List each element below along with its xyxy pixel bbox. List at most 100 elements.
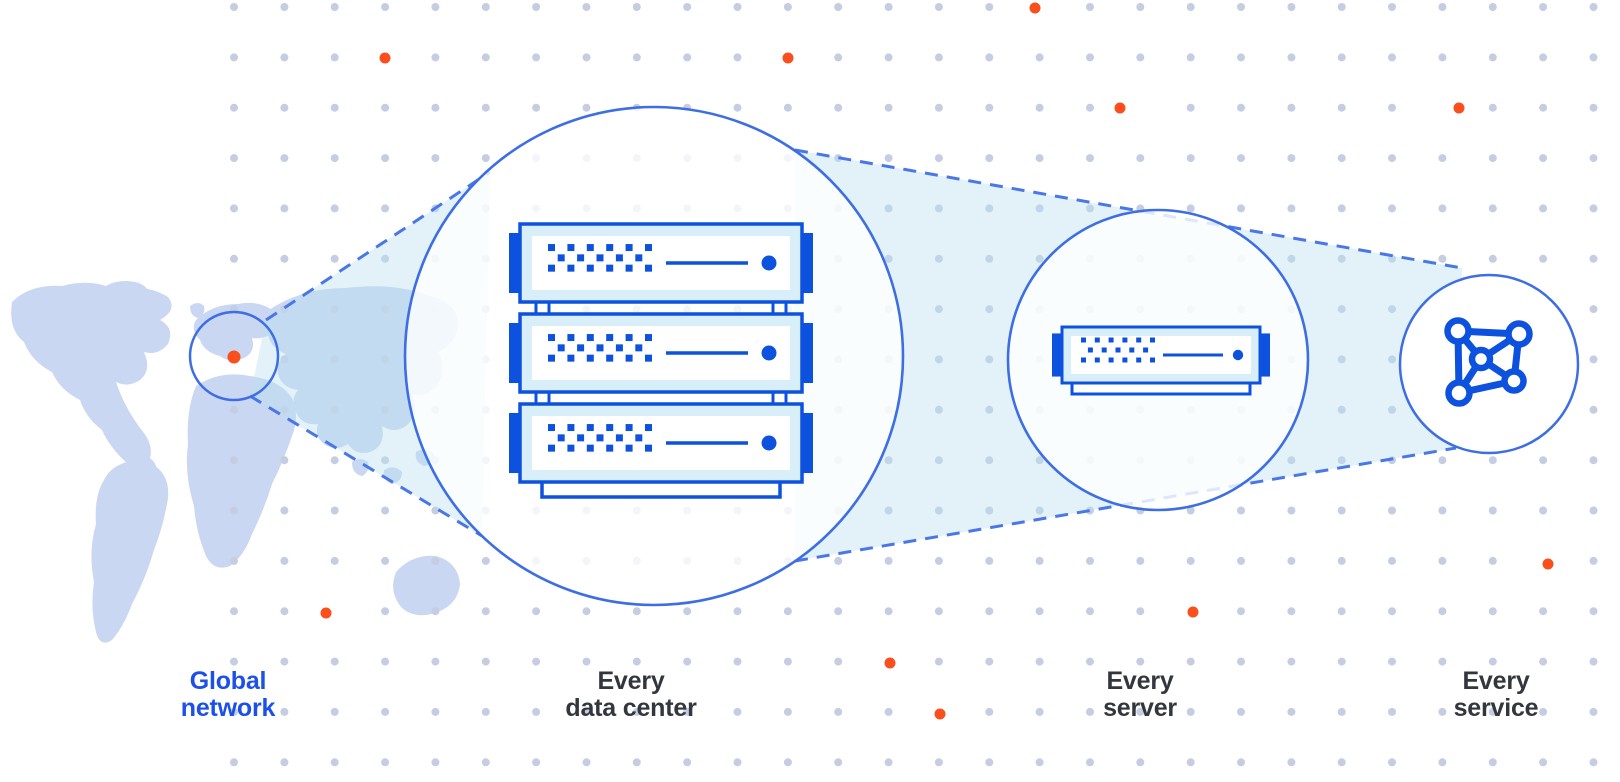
grid-dot (1136, 154, 1145, 163)
grid-dot (1237, 53, 1245, 62)
grid-dot (1287, 53, 1296, 62)
grid-dot (1035, 154, 1044, 163)
grid-dot (1237, 3, 1245, 11)
orange-grid-dot (1187, 606, 1199, 618)
grid-dot (733, 657, 742, 666)
grid-dot (683, 3, 692, 11)
grid-dot (1035, 556, 1044, 565)
grid-dot (1287, 758, 1296, 767)
grid-dot (985, 204, 994, 213)
beam-edge-dashed-line (265, 170, 491, 322)
grid-dot (280, 506, 289, 515)
grid-dot (1086, 657, 1094, 666)
grid-dot (1488, 53, 1497, 62)
grid-dot (985, 355, 994, 364)
grid-dot (381, 154, 390, 163)
grid-dot (1237, 707, 1245, 716)
grid-dot (1539, 103, 1548, 112)
grid-dot (230, 254, 238, 263)
grid-dot (1136, 53, 1145, 62)
grid-dot (280, 556, 289, 565)
grid-dot (230, 154, 238, 163)
grid-dot (1388, 758, 1396, 767)
grid-dot (381, 657, 390, 666)
rack-server-icon (509, 222, 813, 304)
grid-dot (1388, 3, 1396, 11)
grid-dot (431, 53, 440, 62)
grid-dot (381, 506, 390, 515)
grid-dot (1589, 405, 1598, 414)
grid-dot (481, 53, 490, 62)
grid-dot (1438, 254, 1447, 263)
grid-dot (1539, 254, 1548, 263)
grid-dot (431, 3, 440, 11)
grid-dot (280, 607, 289, 616)
grid-dot (1035, 607, 1044, 616)
grid-dot (1337, 53, 1346, 62)
grid-dot (632, 707, 641, 716)
grid-dot (330, 456, 339, 465)
grid-dot (934, 758, 943, 767)
grid-dot (1337, 204, 1346, 213)
grid-dot (934, 556, 943, 565)
grid-dot (1237, 204, 1245, 213)
grid-dot (532, 103, 541, 112)
grid-dot (1337, 405, 1346, 414)
grid-dot (330, 254, 339, 263)
grid-dot (1337, 707, 1346, 716)
grid-dot (1539, 53, 1548, 62)
grid-dot (884, 103, 893, 112)
grid-dot (884, 3, 893, 11)
grid-dot (985, 305, 994, 314)
grid-dot (1186, 506, 1195, 515)
grid-dot (582, 3, 591, 11)
grid-dot (1136, 758, 1145, 767)
grid-dot (1337, 758, 1346, 767)
network-mesh-icon (1444, 317, 1533, 407)
grid-dot (884, 154, 893, 163)
grid-dot (280, 758, 289, 767)
grid-dot (1488, 456, 1497, 465)
grid-dot (1438, 506, 1447, 515)
data-center-rack-servers (509, 222, 813, 499)
grid-dot (1388, 204, 1396, 213)
caption-line: server (1103, 694, 1177, 722)
grid-dot (230, 506, 238, 515)
grid-dot (733, 758, 742, 767)
grid-dot (783, 707, 792, 716)
grid-dot (1388, 355, 1396, 364)
grid-dot (1488, 103, 1497, 112)
grid-dot (1488, 254, 1497, 263)
grid-dot (1488, 707, 1497, 716)
grid-dot (834, 657, 843, 666)
grid-dot (1388, 657, 1396, 666)
grid-dot (1539, 204, 1548, 213)
grid-dot (280, 204, 289, 213)
grid-dot (381, 3, 390, 11)
grid-dot (230, 204, 238, 213)
grid-dot (783, 607, 792, 616)
grid-dot (683, 707, 692, 716)
grid-dot (1438, 657, 1447, 666)
grid-dot (532, 657, 541, 666)
continent-south-america (91, 460, 169, 643)
orange-location-dot (227, 350, 241, 364)
grid-dot (834, 707, 843, 716)
grid-dot (1589, 53, 1598, 62)
grid-dot (532, 53, 541, 62)
grid-dot (1186, 53, 1195, 62)
grid-dot (834, 556, 843, 565)
grid-dot (884, 456, 893, 465)
grid-dot (1488, 204, 1497, 213)
grid-dot (431, 556, 440, 565)
caption-every-data-center: Every data center (511, 668, 751, 722)
grid-dot (582, 53, 591, 62)
grid-dot (834, 53, 843, 62)
grid-dot (683, 657, 692, 666)
grid-dot (1488, 607, 1497, 616)
grid-dot (1186, 103, 1195, 112)
grid-dot (1287, 506, 1296, 515)
caption-global-network: Global network (108, 668, 348, 722)
grid-dot (884, 707, 893, 716)
grid-dot (934, 657, 943, 666)
